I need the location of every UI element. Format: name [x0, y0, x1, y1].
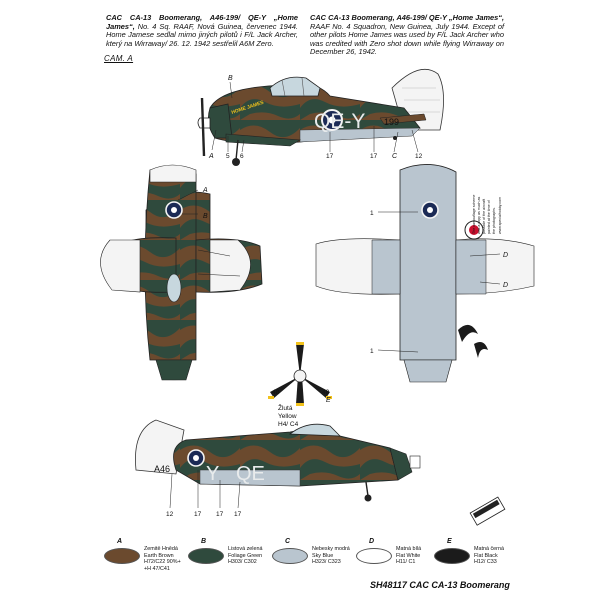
side-note-0: The camouflage scheme [472, 194, 476, 234]
legend-letter-a: A [117, 538, 123, 545]
english-description: CAC CA-13 Boomerang, A46-199/ QE-Y „Home… [310, 13, 504, 57]
callout-top-below-5: C [392, 153, 398, 160]
bottom-code-right: QE [236, 463, 265, 485]
side-code-letters: QE-Y [314, 110, 365, 133]
callout-top-below-2: 6 [240, 153, 244, 160]
legend-swatch-e [434, 548, 470, 564]
bottom-code-left: Y [206, 463, 219, 485]
prop-note-1: Yellow [278, 413, 297, 420]
prop-letter: E [326, 397, 331, 404]
side-note-4: the photographs. [492, 207, 496, 234]
legend-letter-d: D [369, 538, 375, 545]
underside-num-1: 1 [370, 210, 374, 217]
side-profile-bottom: Y QE A46 [135, 419, 421, 502]
dungeon-graphics-logo [469, 496, 506, 526]
side-note: The camouflage scheme was a copy as much… [470, 164, 530, 234]
prop-note-2: H4/ C4 [278, 421, 299, 428]
callout-top-view-b: B [203, 213, 208, 220]
callout-b-top: B [228, 75, 233, 82]
english-body: RAAF No. 4 Squadron, New Guinea, July 19… [310, 21, 504, 57]
callout-top-below-4: 17 [370, 153, 378, 160]
footer-title: SH48117 CAC CA-13 Boomerang [370, 580, 510, 590]
czech-description: CAC CA-13 Boomerang, A46-199/ QE-Y „Home… [106, 13, 298, 48]
legend-swatch-d [356, 548, 392, 564]
czech-title: CAC CA-13 Boomerang, A46-199/ QE-Y „Home… [106, 13, 298, 31]
callout-top-below-3: 17 [326, 153, 334, 160]
bottom-callout-0: 12 [166, 511, 174, 518]
underside-view [315, 164, 535, 383]
side-note-3: painted at the time of [487, 200, 491, 234]
prop-note-0: Žlutá [278, 403, 293, 412]
side-note-5: www.specialhobby.com [498, 196, 502, 234]
underside-label-d1: D [503, 252, 508, 259]
callout-top-below-0: A [208, 153, 214, 160]
callout-top-view-a: A [202, 187, 208, 194]
underside-label-d2: D [503, 282, 508, 289]
czech-body: No. 4 Sq. RAAF, Nová Guinea, červenec 19… [106, 21, 298, 48]
callout-top-below-1: 5 [226, 153, 230, 160]
legend-swatch-a [104, 548, 140, 564]
camouflage-label: CAM. A [104, 54, 134, 63]
legend-letter-e: E [447, 538, 452, 545]
special-hobby-logo [464, 220, 484, 240]
prop-num-left: 48 [272, 389, 280, 396]
legend-letter-c: C [285, 538, 291, 545]
bottom-callout-1: 17 [194, 511, 202, 518]
side-note-2: possible of the aircraft [482, 198, 486, 234]
upper-surface-view [100, 164, 263, 381]
side-serial: 199 [384, 117, 399, 127]
propeller-detail [268, 342, 332, 406]
bottom-serial: A46 [154, 464, 170, 474]
bottom-callout-3: 17 [234, 511, 242, 518]
bottom-callout-2: 17 [216, 511, 224, 518]
side-note-1: was a copy as much as [477, 196, 481, 234]
english-title: CAC CA-13 Boomerang, A46-199/ QE-Y „Home… [310, 13, 504, 22]
callout-top-below-6: 12 [415, 153, 423, 160]
side-profile-top: QE-Y 199 HOME JAMES [197, 69, 444, 166]
legend-swatch-b [188, 548, 224, 564]
prop-num-right: 48 [322, 389, 330, 396]
underside-num-2: 1 [370, 348, 374, 355]
legend-swatch-c [272, 548, 308, 564]
legend-letter-b: B [201, 538, 207, 545]
